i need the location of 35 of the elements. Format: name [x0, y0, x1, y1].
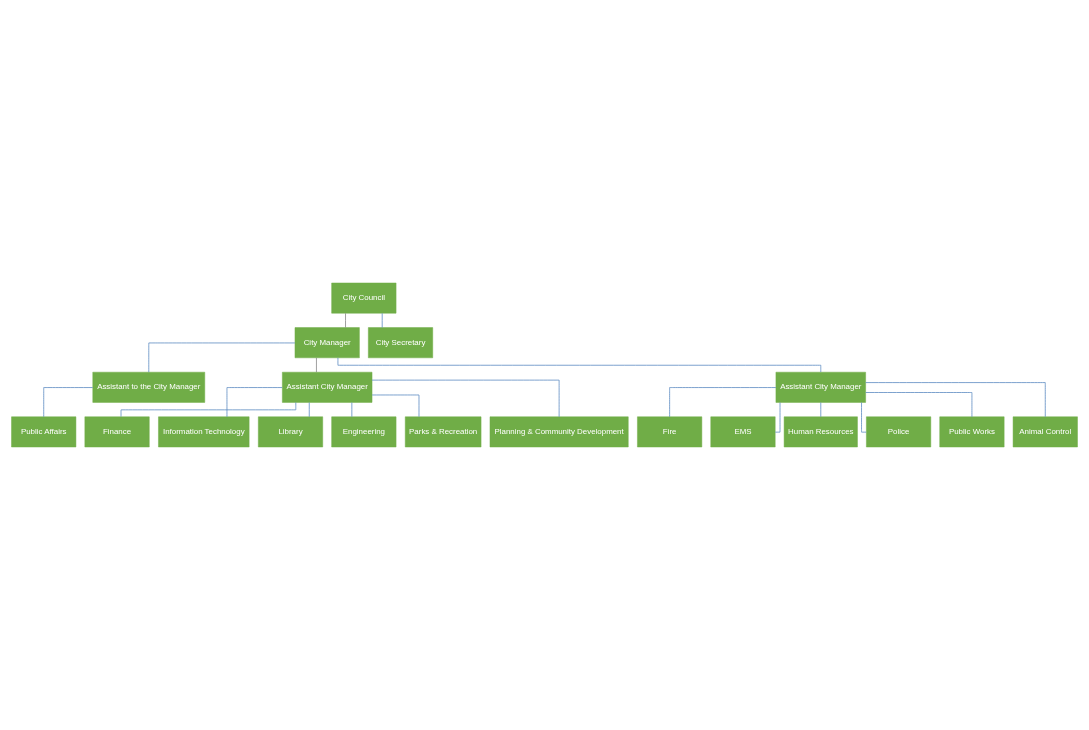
node-box: Library — [258, 416, 323, 448]
connector — [308, 402, 310, 418]
node-box: City Secretary — [368, 327, 433, 359]
node-box: Information Technology — [158, 416, 250, 448]
connector — [865, 382, 1046, 418]
node-box: Assistant City Manager — [282, 371, 373, 403]
connector — [148, 342, 296, 373]
node-box: Engineering — [331, 416, 397, 448]
connector — [226, 387, 283, 418]
node-box: Assistant City Manager — [775, 371, 866, 403]
node-box: Human Resources — [783, 416, 858, 448]
connector — [345, 312, 346, 328]
node-box: Parks & Recreation — [405, 416, 482, 448]
node-box: Finance — [84, 416, 150, 448]
node-box: Assistant to the City Manager — [92, 371, 206, 403]
connector — [43, 387, 94, 418]
node-box: City Council — [331, 282, 397, 314]
node-box: City Manager — [294, 327, 360, 359]
node-box: EMS — [710, 416, 776, 448]
connector — [371, 394, 420, 418]
connector — [337, 357, 822, 373]
node-box: Police — [866, 416, 932, 448]
connector — [371, 379, 560, 418]
node-box: Animal Control — [1012, 416, 1078, 448]
connector — [316, 357, 317, 373]
connector — [381, 312, 383, 328]
node-box: Public Works — [939, 416, 1005, 448]
node-box: Fire — [637, 416, 703, 448]
connector — [351, 402, 353, 418]
connector — [820, 402, 822, 418]
connector — [669, 387, 777, 418]
node-box: Public Affairs — [11, 416, 77, 448]
connector — [120, 402, 297, 417]
connector — [865, 392, 973, 418]
node-box: Planning & Community Development — [489, 416, 629, 448]
